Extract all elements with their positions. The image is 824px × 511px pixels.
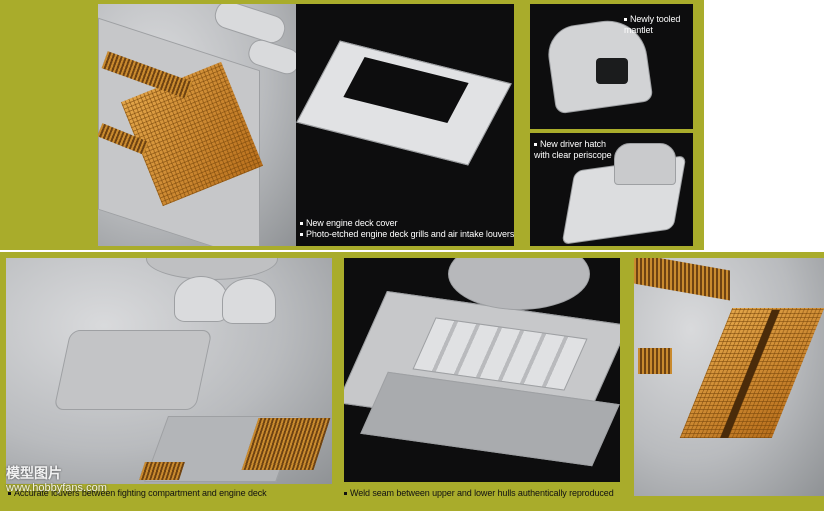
periscope-housing [614,143,676,185]
access-hatch [53,330,213,410]
etched-louver-strip [634,258,730,301]
engine-deck-cover-panel: New engine deck cover Photo-etched engin… [296,4,514,246]
weld-seam-photo [344,258,620,482]
mantlet-caption-text: Newly tooled mantlet [624,14,681,35]
mantlet-gun-opening [596,58,628,84]
weld-seam-caption-text: Weld seam between upper and lower hulls … [350,488,614,498]
driver-hatch-panel: New driver hatch with clear periscope [530,133,693,246]
etched-louver-strip [638,348,672,374]
louvers-photo [6,258,332,484]
mantlet-caption: Newly tooled mantlet [624,14,690,36]
engine-deck-caption-line-2: Photo-etched engine deck grills and air … [306,229,514,239]
compartment-louver [241,418,331,470]
engine-deck-caption: New engine deck cover Photo-etched engin… [300,218,514,240]
engine-deck-caption-line-1: New engine deck cover [306,218,398,228]
louvers-caption: Accurate louvers between fighting compar… [8,488,267,499]
periscope-dome [174,276,228,322]
watermark: 模型图片 www.hobbyfans.com [6,466,107,496]
periscope-dome [222,278,276,324]
etched-louvers-photo [634,258,824,496]
driver-hatch-caption: New driver hatch with clear periscope [534,139,614,161]
compartment-louver [139,462,185,480]
engine-deck-photo [98,4,296,246]
weld-seam-caption-bottom: Weld seam between upper and lower hulls … [344,488,614,499]
turret-base [146,258,278,280]
watermark-text: 模型图片 [6,465,62,481]
exhaust-tube [211,4,289,47]
louvers-caption-text: Accurate louvers between fighting compar… [14,488,267,498]
driver-hatch-caption-text: New driver hatch with clear periscope [534,139,612,160]
watermark-url: www.hobbyfans.com [6,482,107,494]
mantlet-panel: Newly tooled mantlet [530,4,693,129]
